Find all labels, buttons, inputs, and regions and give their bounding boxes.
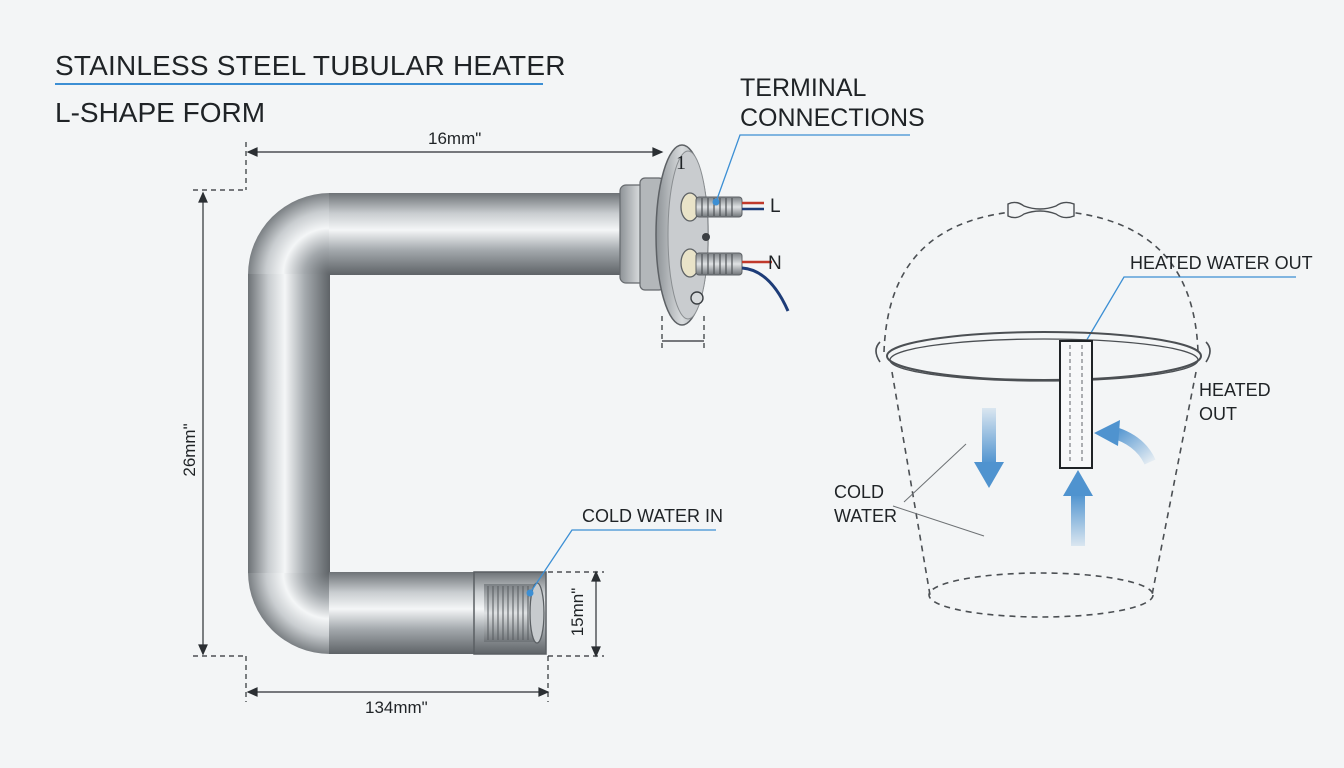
flange-number: 1 — [676, 152, 686, 174]
heated-out-label-line2: OUT — [1199, 404, 1237, 424]
cold-water-label-line2: WATER — [834, 506, 897, 526]
threaded-inlet — [473, 571, 547, 655]
bottom-width-dimension: 134mm" — [365, 698, 428, 717]
terminal-connections-label-line2: CONNECTIONS — [740, 104, 925, 132]
end-diameter-dimension: 15mn" — [568, 587, 587, 637]
cold-water-label-line1: COLD — [834, 482, 885, 502]
terminal-connections-label-line1: TERMINAL — [740, 74, 867, 102]
diagram-title: STAINLESS STEEL TUBULAR HEATER — [55, 50, 566, 81]
height-dimension: 26mm" — [180, 423, 199, 477]
bucket — [875, 201, 1211, 618]
terminal-live-label: L — [770, 196, 781, 217]
heated-out-label-line1: HEATED — [1199, 380, 1271, 400]
terminal-neutral-label: N — [768, 253, 782, 274]
cold-water-in-label: COLD WATER IN — [582, 506, 724, 526]
diagram-subtitle: L-SHAPE FORM — [55, 97, 266, 128]
top-width-dimension: 16mm" — [428, 129, 482, 148]
flange-assembly — [619, 144, 790, 326]
heater-tube — [248, 193, 625, 654]
heated-water-out-label: HEATED WATER OUT — [1130, 253, 1313, 273]
dimension-lines — [193, 142, 705, 702]
title-underline — [55, 83, 543, 85]
callout-leaders — [529, 134, 1296, 594]
flow-arrows — [974, 408, 1156, 546]
